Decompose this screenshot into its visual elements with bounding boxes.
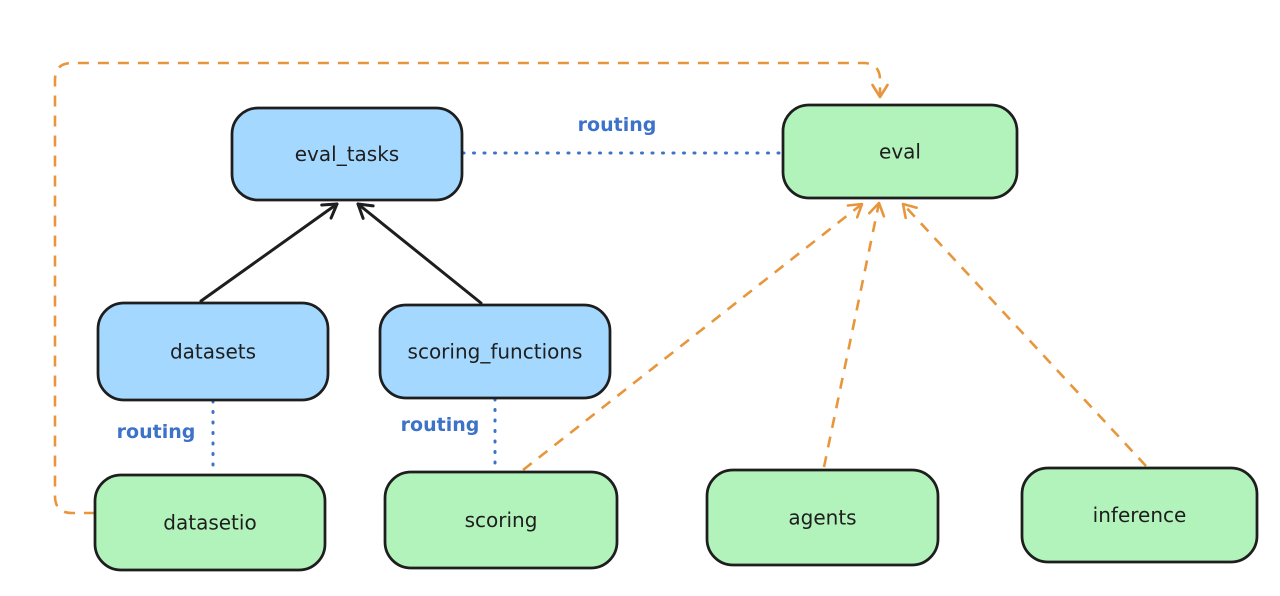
routing-label-top: routing xyxy=(578,114,657,136)
node-label-eval: eval xyxy=(879,140,921,164)
edge-datasets-to-eval_tasks xyxy=(199,202,339,303)
node-shape-agents xyxy=(705,468,940,567)
node-label-inference: inference xyxy=(1093,503,1187,527)
node-label-scoring_functions: scoring_functions xyxy=(408,340,583,364)
node-shape-datasets xyxy=(96,301,330,402)
node-label-agents: agents xyxy=(788,506,856,530)
node-label-eval_tasks: eval_tasks xyxy=(295,142,399,166)
node-label-datasetio: datasetio xyxy=(163,511,256,535)
node-datasets: datasets xyxy=(96,301,330,402)
node-shape-eval xyxy=(781,103,1019,200)
nodes-layer: eval_tasks eval datasets scoring_functionsd… xyxy=(93,103,1259,572)
routing-label-middle: routing xyxy=(401,414,480,436)
edge-inference-to-eval xyxy=(901,202,1147,467)
edge-datasetio-to-eval xyxy=(53,61,889,515)
node-eval: eval xyxy=(781,103,1019,200)
node-eval_tasks: eval_tasks xyxy=(230,106,464,202)
node-agents: agents xyxy=(705,468,940,567)
routing-label-left: routing xyxy=(117,421,196,443)
edges-layer xyxy=(53,61,1147,515)
edge-scoring_functions-to-eval_tasks xyxy=(356,202,483,305)
node-datasetio: datasetio xyxy=(93,473,327,572)
labels-layer: routing routing routing xyxy=(117,114,657,443)
node-shape-scoring xyxy=(383,470,619,570)
node-scoring_functions: scoring_functions xyxy=(378,303,612,400)
edge-agents-to-eval xyxy=(822,201,886,468)
node-scoring: scoring xyxy=(383,470,619,570)
node-inference: inference xyxy=(1020,466,1259,564)
node-shape-datasetio xyxy=(93,473,327,572)
node-label-scoring: scoring xyxy=(465,508,538,532)
node-label-datasets: datasets xyxy=(170,340,256,364)
node-shape-inference xyxy=(1020,466,1259,564)
node-shape-eval_tasks xyxy=(230,106,464,202)
node-shape-scoring_functions xyxy=(378,303,612,400)
